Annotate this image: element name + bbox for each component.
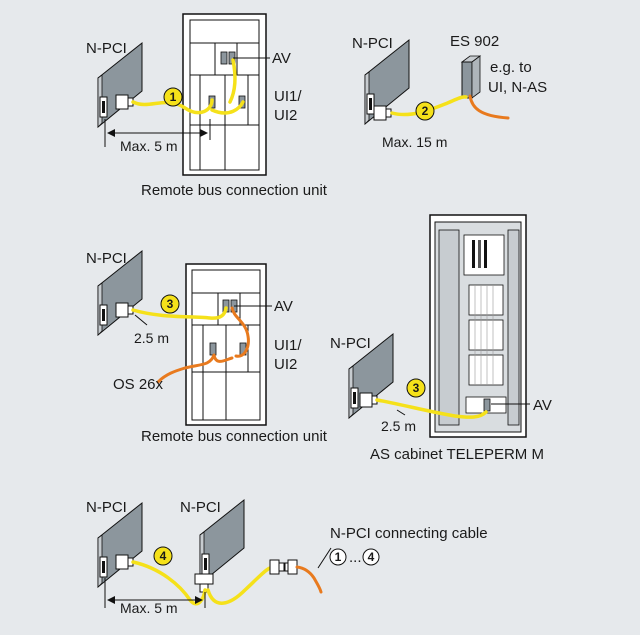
remote-bus-cabinet (185, 263, 267, 426)
npci-label: N-PCI (86, 499, 127, 516)
yellow-cable (390, 95, 468, 117)
os26x-label: OS 26x (113, 376, 164, 393)
section-remote-bus-1: N-PCI 1 AV UI1/ UI2 (86, 13, 328, 199)
eg-line2: UI, N-AS (488, 79, 547, 96)
ui2-label: UI2 (274, 107, 297, 124)
ui1-label: UI1/ (274, 337, 302, 354)
remote-bus-cabinet (182, 13, 267, 176)
dist-label: 2.5 m (134, 330, 169, 346)
orange-cable (156, 306, 250, 384)
yellow-cable (131, 58, 245, 115)
marker-2: 2 (422, 104, 429, 118)
dist-leader (396, 409, 406, 416)
dist-label: 2.5 m (381, 418, 416, 434)
npci-label: N-PCI (352, 35, 393, 52)
marker-1: 1 (170, 90, 177, 104)
es902-device (460, 55, 482, 99)
eg-line1: e.g. to (490, 59, 532, 76)
as-cabinet-caption: AS cabinet TELEPERM M (370, 446, 544, 463)
connector-plug (373, 105, 392, 121)
max5m-label: Max. 5 m (120, 138, 178, 154)
remote-bus-caption: Remote bus connection unit (141, 182, 328, 199)
orange-cable (295, 565, 323, 594)
npci-label: N-PCI (330, 335, 371, 352)
remote-bus-caption: Remote bus connection unit (141, 428, 328, 445)
section-es902: N-PCI ES 902 e.g. to UI, N-AS 2 Max. 15 … (352, 33, 547, 150)
max5m-label: Max. 5 m (120, 600, 178, 616)
dist-leader (134, 314, 148, 326)
ui2-label: UI2 (274, 356, 297, 373)
max15m-label: Max. 15 m (382, 134, 447, 150)
marker-4: 4 (160, 549, 167, 563)
range-start: 1 (335, 550, 342, 564)
cable-leader (317, 547, 332, 569)
t-connector (194, 573, 214, 585)
npci-label: N-PCI (86, 40, 127, 57)
range-end-disc (362, 548, 380, 566)
marker-3: 3 (167, 297, 174, 311)
range-end: 4 (368, 550, 375, 564)
av-label: AV (274, 298, 293, 315)
as-cabinet (429, 214, 527, 438)
yellow-cable (131, 306, 228, 320)
es902-label: ES 902 (450, 33, 499, 50)
cable-coupler (269, 559, 298, 575)
marker-3: 3 (413, 381, 420, 395)
yellow-cable (375, 398, 488, 419)
av-label: AV (533, 397, 552, 414)
npci-label: N-PCI (86, 250, 127, 267)
npci-label: N-PCI (180, 499, 221, 516)
ui1-label: UI1/ (274, 88, 302, 105)
av-label: AV (272, 50, 291, 67)
section-as-cabinet: N-PCI 3 AV 2.5 m AS cabinet TELEPERM M (330, 214, 552, 463)
npci-cable-label: N-PCI connecting cable (330, 525, 488, 542)
orange-cable (468, 94, 510, 120)
section-npci-to-npci: N-PCI N-PCI 4 Max. 5 m N-PCI connecting … (86, 499, 488, 616)
section-remote-bus-2: N-PCI 3 AV UI1/ UI2 (86, 250, 328, 445)
range-separator: ... (349, 549, 362, 566)
range-start-disc (329, 548, 347, 566)
